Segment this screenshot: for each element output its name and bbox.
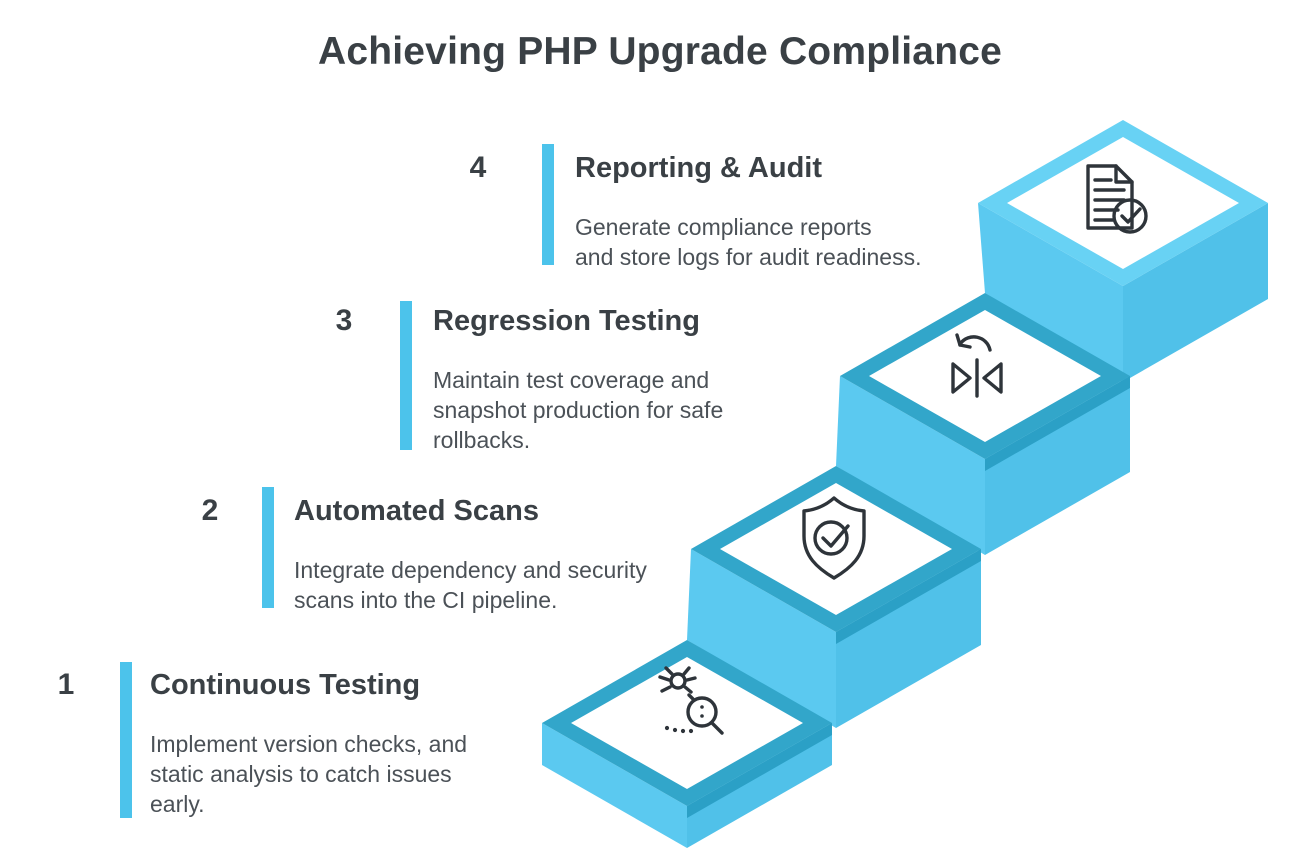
stair-step-2 [687, 466, 981, 728]
step-accent-bar [400, 301, 412, 450]
step-accent-bar [262, 487, 274, 608]
stair-top-face-2 [720, 483, 952, 615]
stair-under-edge-3 [985, 376, 1130, 471]
step-accent-bar [120, 662, 132, 818]
step-description-line: Implement version checks, and [150, 731, 468, 757]
step-title: Continuous Testing [150, 669, 421, 701]
step-number: 3 [335, 304, 353, 337]
shield-check-icon [802, 496, 866, 580]
step-description-line: Maintain test coverage and [433, 367, 710, 393]
stair-riser-4 [978, 203, 1123, 382]
step-description-line: scans into the CI pipeline. [294, 587, 558, 613]
step-description-line: rollbacks. [433, 427, 531, 453]
stair-right-wall-2 [836, 549, 981, 728]
step-number: 4 [469, 151, 487, 184]
step-description-line: and store logs for audit readiness. [575, 244, 922, 270]
stair-under-edge-2 [836, 549, 981, 644]
stair-step-1 [542, 640, 832, 848]
page-title: Achieving PHP Upgrade Compliance [317, 30, 1002, 73]
document-check-icon [1086, 164, 1148, 234]
flip-rollback-icon [951, 333, 1003, 398]
bug-scan-icon [658, 666, 724, 735]
stair-step-3 [836, 293, 1130, 555]
step-description: Implement version checks, and static ana… [150, 729, 467, 819]
stair-top-face-1 [571, 657, 803, 789]
stair-base-left-1 [542, 723, 687, 848]
step-description-line: early. [150, 791, 205, 817]
step-number: 2 [201, 494, 219, 527]
step-description-line: snapshot production for safe [433, 397, 724, 423]
step-description: Integrate dependency and security scans … [294, 555, 647, 615]
step-title: Automated Scans [294, 495, 539, 527]
step-description-line: Generate compliance reports [575, 214, 872, 240]
step-description: Maintain test coverage and snapshot prod… [433, 365, 723, 455]
stair-right-wall-3 [985, 376, 1130, 555]
step-description-line: Integrate dependency and security [294, 557, 647, 583]
stair-step-4 [978, 120, 1268, 382]
step-description-line: static analysis to catch issues [150, 761, 452, 787]
stair-riser-3 [836, 376, 985, 555]
step-title: Regression Testing [433, 305, 700, 337]
stair-right-wall-4 [1123, 203, 1268, 382]
stair-under-edge-1 [687, 723, 832, 818]
step-description: Generate compliance reports and store lo… [575, 212, 921, 272]
step-accent-bar [542, 144, 554, 265]
step-title: Reporting & Audit [575, 152, 822, 184]
step-number: 1 [57, 668, 75, 701]
stair-riser-2 [687, 549, 836, 728]
